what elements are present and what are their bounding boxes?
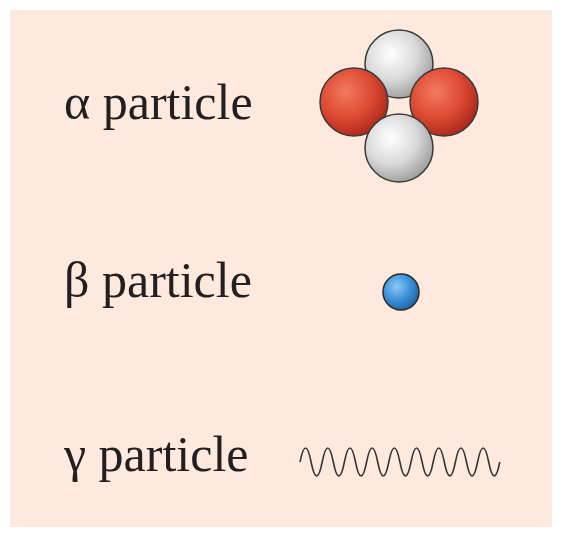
neutron-sphere xyxy=(365,114,433,182)
particle-label: β particle xyxy=(64,250,252,310)
alpha-particle-symbol xyxy=(320,30,478,182)
gamma-wave-symbol xyxy=(300,448,500,476)
panel-ground xyxy=(10,10,552,527)
beta-particle-symbol xyxy=(383,274,419,310)
particle-label: γ particle xyxy=(64,424,249,484)
particle-label: α particle xyxy=(64,72,253,132)
